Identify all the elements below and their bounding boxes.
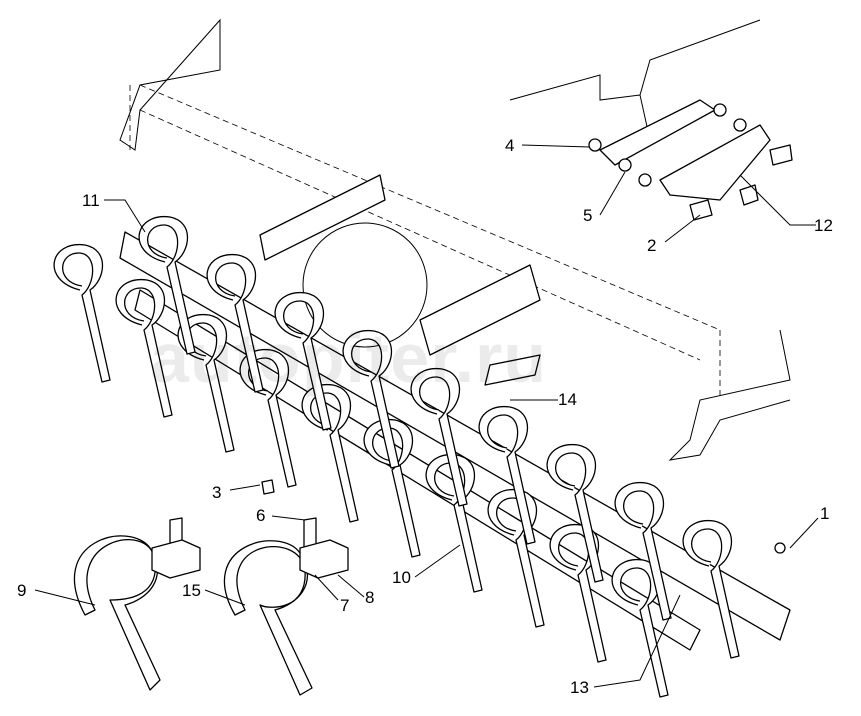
callout-8: 8 xyxy=(365,588,375,607)
detail-circle xyxy=(302,222,428,348)
mounting-frame-outline xyxy=(119,18,791,461)
bracket-8 xyxy=(299,539,349,579)
loose-tine-15 xyxy=(223,540,313,696)
tine xyxy=(206,254,264,393)
tine xyxy=(478,406,536,545)
tine xyxy=(487,489,545,628)
callout-9: 9 xyxy=(17,581,27,600)
callout-1: 1 xyxy=(820,504,830,523)
callout-10: 10 xyxy=(392,568,411,587)
tine xyxy=(115,279,173,418)
callout-11: 11 xyxy=(82,191,100,210)
tine xyxy=(682,520,740,659)
callout-15: 15 xyxy=(182,581,201,600)
callout-12: 12 xyxy=(814,216,833,235)
tine xyxy=(611,559,669,698)
callout-4: 4 xyxy=(505,136,515,155)
tine xyxy=(546,444,604,583)
tine xyxy=(363,419,421,558)
callout-7: 7 xyxy=(340,596,350,615)
callout-3: 3 xyxy=(212,483,222,502)
tine xyxy=(614,482,672,621)
callout-2: 2 xyxy=(647,236,657,255)
tine xyxy=(425,454,483,593)
tines xyxy=(53,216,740,698)
tine xyxy=(342,330,400,469)
link-plates xyxy=(259,99,771,386)
tine xyxy=(410,368,468,507)
callout-5: 5 xyxy=(583,206,593,225)
watermark: autopiter.ru xyxy=(150,319,548,397)
callout-14: 14 xyxy=(558,390,577,409)
callout-6: 6 xyxy=(256,506,266,525)
tine xyxy=(138,216,196,355)
leader-lines xyxy=(34,144,819,688)
bracket-7 xyxy=(151,539,201,579)
tine xyxy=(53,244,111,383)
loose-tine-9 xyxy=(73,535,161,691)
tine xyxy=(274,292,332,431)
callout-13: 13 xyxy=(570,678,589,697)
